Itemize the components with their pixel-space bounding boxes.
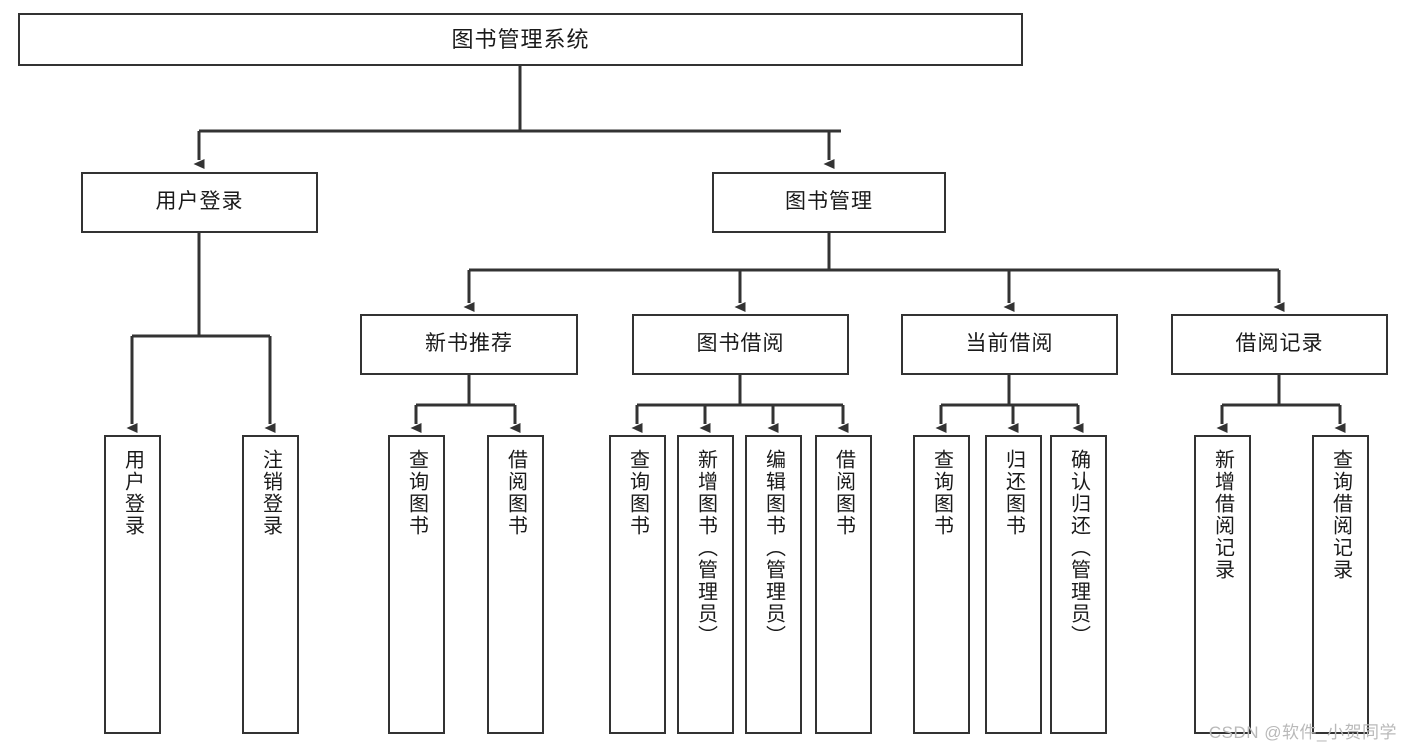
node-leaf-user-login-label: 用户登录 <box>121 449 144 537</box>
node-leaf-query-book-b[interactable]: 查询图书 <box>609 435 666 734</box>
node-leaf-borrow-book-rec[interactable]: 借阅图书 <box>487 435 544 734</box>
node-new-book-recommend-label: 新书推荐 <box>425 332 513 356</box>
node-root-label: 图书管理系统 <box>451 26 590 52</box>
node-leaf-edit-book-label: 编辑图书（管理员） <box>762 449 785 647</box>
node-user-login[interactable]: 用户登录 <box>81 172 318 233</box>
node-leaf-add-book-label: 新增图书（管理员） <box>694 449 717 647</box>
node-leaf-add-book[interactable]: 新增图书（管理员） <box>677 435 734 734</box>
node-leaf-borrow-book-rec-label: 借阅图书 <box>504 449 527 537</box>
node-leaf-query-book-c-label: 查询图书 <box>930 449 953 537</box>
node-current-borrow[interactable]: 当前借阅 <box>901 314 1118 375</box>
node-borrow-record-label: 借阅记录 <box>1235 332 1324 356</box>
node-root[interactable]: 图书管理系统 <box>18 13 1023 66</box>
node-leaf-return-book-label: 归还图书 <box>1002 449 1025 537</box>
node-user-login-label: 用户登录 <box>155 190 244 214</box>
node-leaf-borrow-book-b[interactable]: 借阅图书 <box>815 435 872 734</box>
node-leaf-edit-book[interactable]: 编辑图书（管理员） <box>745 435 802 734</box>
node-leaf-user-login[interactable]: 用户登录 <box>104 435 161 734</box>
node-leaf-logout-label: 注销登录 <box>259 449 282 537</box>
watermark-text: CSDN @软件_小贺同学 <box>1208 723 1397 742</box>
node-leaf-add-record-label: 新增借阅记录 <box>1211 449 1234 581</box>
node-leaf-query-record-label: 查询借阅记录 <box>1329 449 1352 581</box>
node-current-borrow-label: 当前借阅 <box>965 332 1054 356</box>
node-leaf-return-book[interactable]: 归还图书 <box>985 435 1042 734</box>
node-leaf-confirm-return[interactable]: 确认归还（管理员） <box>1050 435 1107 734</box>
node-leaf-query-book-b-label: 查询图书 <box>626 449 649 537</box>
node-leaf-borrow-book-b-label: 借阅图书 <box>832 449 855 537</box>
node-book-manage-label: 图书管理 <box>785 190 873 214</box>
node-leaf-query-book-rec[interactable]: 查询图书 <box>388 435 445 734</box>
node-book-borrow[interactable]: 图书借阅 <box>632 314 849 375</box>
node-book-manage[interactable]: 图书管理 <box>712 172 946 233</box>
node-book-borrow-label: 图书借阅 <box>696 332 785 356</box>
node-leaf-logout[interactable]: 注销登录 <box>242 435 299 734</box>
node-leaf-add-record[interactable]: 新增借阅记录 <box>1194 435 1251 734</box>
node-new-book-recommend[interactable]: 新书推荐 <box>360 314 578 375</box>
node-leaf-query-record[interactable]: 查询借阅记录 <box>1312 435 1369 734</box>
node-leaf-query-book-c[interactable]: 查询图书 <box>913 435 970 734</box>
node-leaf-query-book-rec-label: 查询图书 <box>405 449 428 537</box>
node-leaf-confirm-return-label: 确认归还（管理员） <box>1067 449 1090 647</box>
node-borrow-record[interactable]: 借阅记录 <box>1171 314 1388 375</box>
